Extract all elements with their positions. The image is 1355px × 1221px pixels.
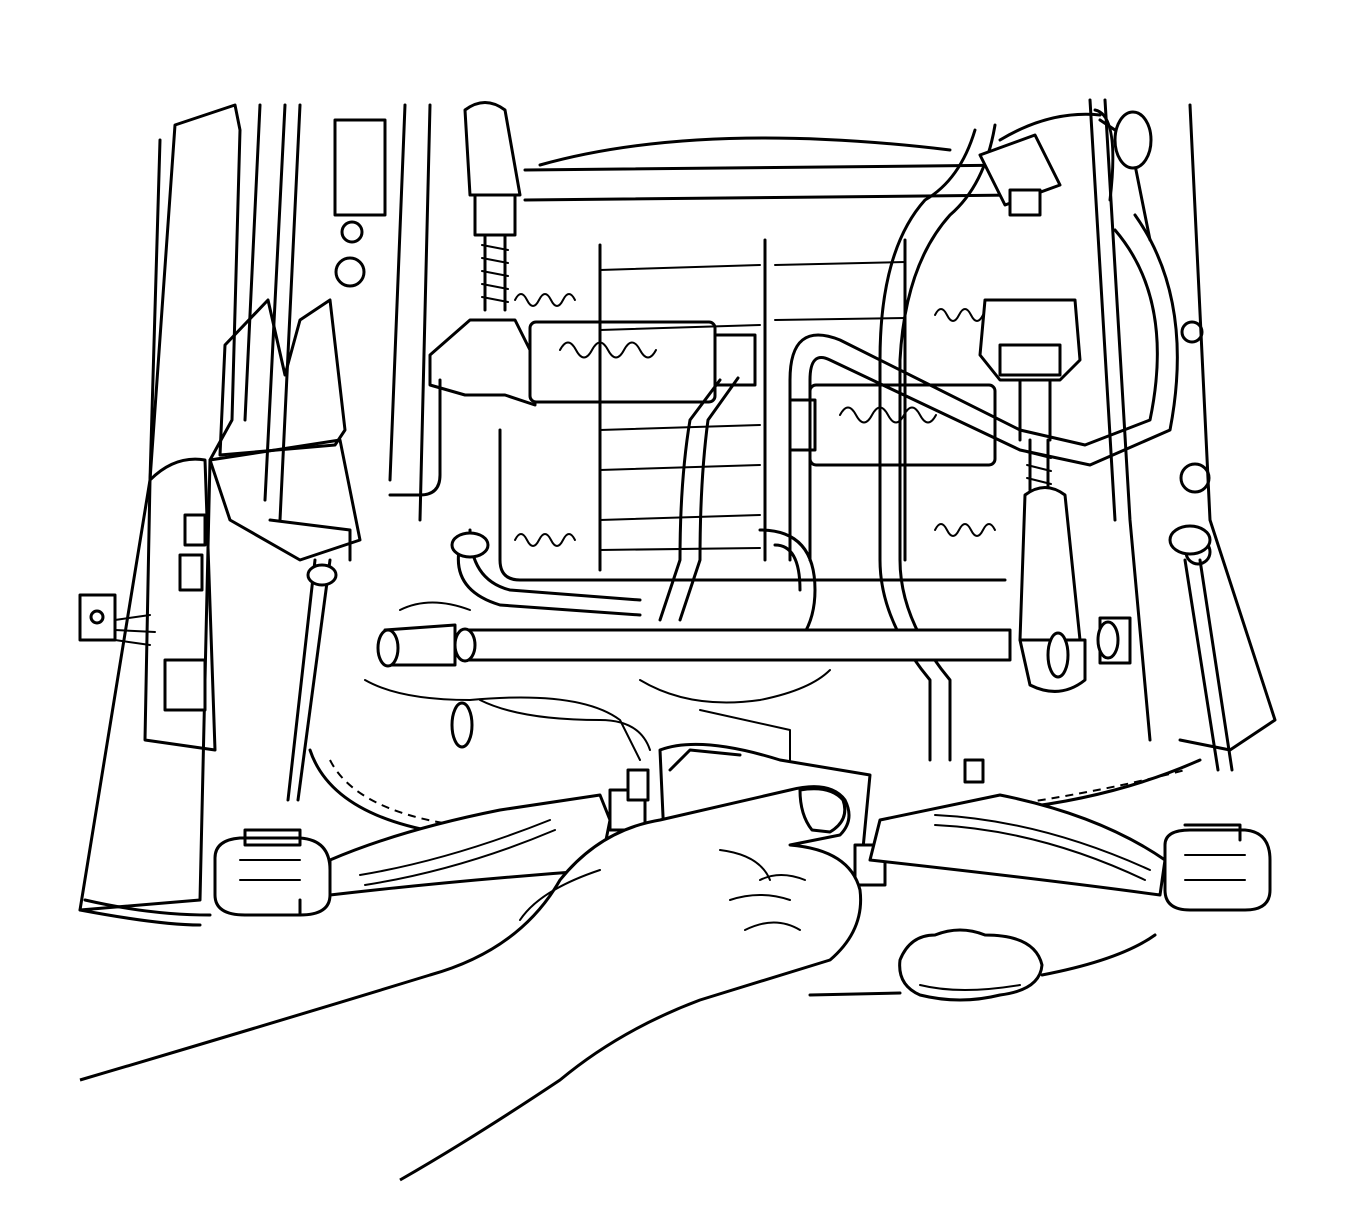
left-drive-tower: [388, 101, 537, 497]
technician-hand: [79, 785, 863, 1182]
removed-knob: [808, 928, 1157, 1002]
right-adjuster-knob: [1163, 823, 1272, 912]
left-motor: [528, 320, 757, 404]
right-lever-arm: [868, 793, 1167, 897]
seat-frame-left-panel: [78, 103, 432, 912]
left-adjuster-knob: [213, 828, 332, 917]
lower-wiring: [364, 601, 985, 784]
left-guide-rod: [286, 558, 338, 802]
harness-loop-left: [450, 528, 817, 642]
frame-bottom-edge: [78, 898, 212, 927]
side-connector-bracket: [78, 457, 217, 752]
right-drive-tower: [978, 298, 1087, 693]
torque-tube: [376, 616, 1132, 668]
seat-frame-top-rail: [523, 136, 1022, 202]
seat-springs: [498, 238, 1007, 582]
left-bracket: [208, 118, 387, 562]
right-guide-rod: [1168, 524, 1234, 772]
harness-connector: [978, 108, 1153, 217]
